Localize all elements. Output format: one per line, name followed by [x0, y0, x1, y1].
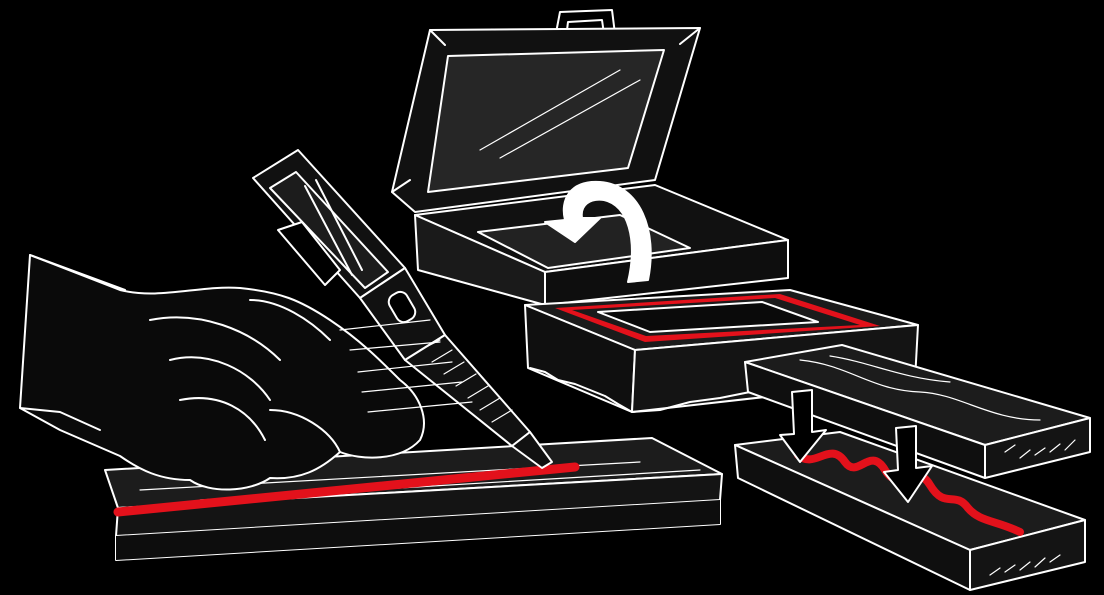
glue-illustration — [0, 0, 1104, 595]
